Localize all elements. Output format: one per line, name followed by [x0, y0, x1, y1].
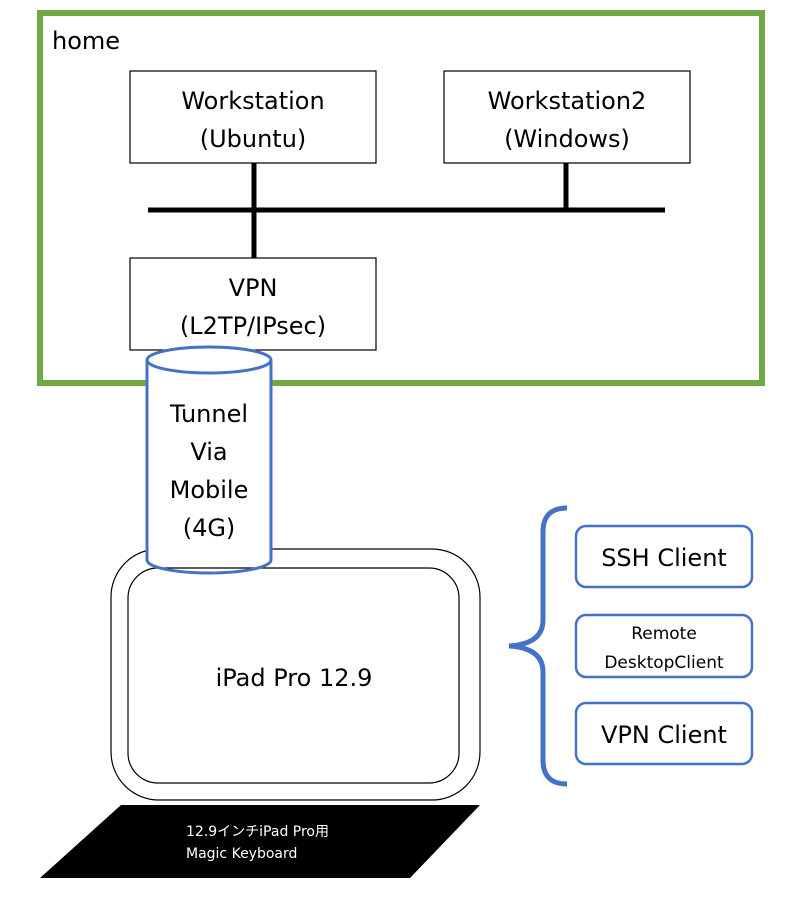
workstation2-node: Workstation2 (Windows) — [443, 70, 691, 164]
vpn-label-line1: VPN — [229, 274, 278, 302]
remote-desktop-label-line1: Remote — [631, 624, 697, 644]
keyboard-label-line1: 12.9インチiPad Pro用 — [186, 824, 329, 840]
vpn-client-box: VPN Client — [574, 701, 754, 766]
magic-keyboard: 12.9インチiPad Pro用 Magic Keyboard — [40, 805, 480, 878]
ipad-device — [110, 548, 481, 801]
workstation2-label-line2: (Windows) — [504, 125, 630, 153]
ipad-screen — [127, 567, 460, 784]
brace-icon — [508, 505, 568, 787]
ssh-client-label: SSH Client — [601, 544, 727, 572]
remote-desktop-label-line2: DesktopClient — [604, 653, 724, 673]
vpn-node: VPN (L2TP/IPsec) — [129, 257, 377, 351]
vpn-label-line2: (L2TP/IPsec) — [180, 312, 326, 340]
keyboard-label-line2: Magic Keyboard — [186, 846, 297, 862]
workstation1-label-line2: (Ubuntu) — [200, 125, 307, 153]
tunnel-label-line3: Mobile — [170, 476, 249, 504]
remote-desktop-client-box: Remote DesktopClient — [574, 613, 754, 679]
workstation2-label-line1: Workstation2 — [488, 87, 647, 115]
tunnel-label-line1: Tunnel — [169, 400, 248, 428]
ssh-client-box: SSH Client — [574, 524, 754, 589]
home-zone — [37, 10, 765, 386]
tunnel-cylinder: Tunnel Via Mobile (4G) — [145, 345, 273, 575]
tunnel-label-line2: Via — [190, 438, 227, 466]
vpn-client-label: VPN Client — [601, 721, 727, 749]
workstation1-label-line1: Workstation — [181, 87, 324, 115]
home-label: home — [52, 27, 120, 55]
workstation1-node: Workstation (Ubuntu) — [129, 70, 377, 164]
tunnel-label-line4: (4G) — [183, 514, 236, 542]
ipad-label: iPad Pro 12.9 — [216, 664, 373, 692]
